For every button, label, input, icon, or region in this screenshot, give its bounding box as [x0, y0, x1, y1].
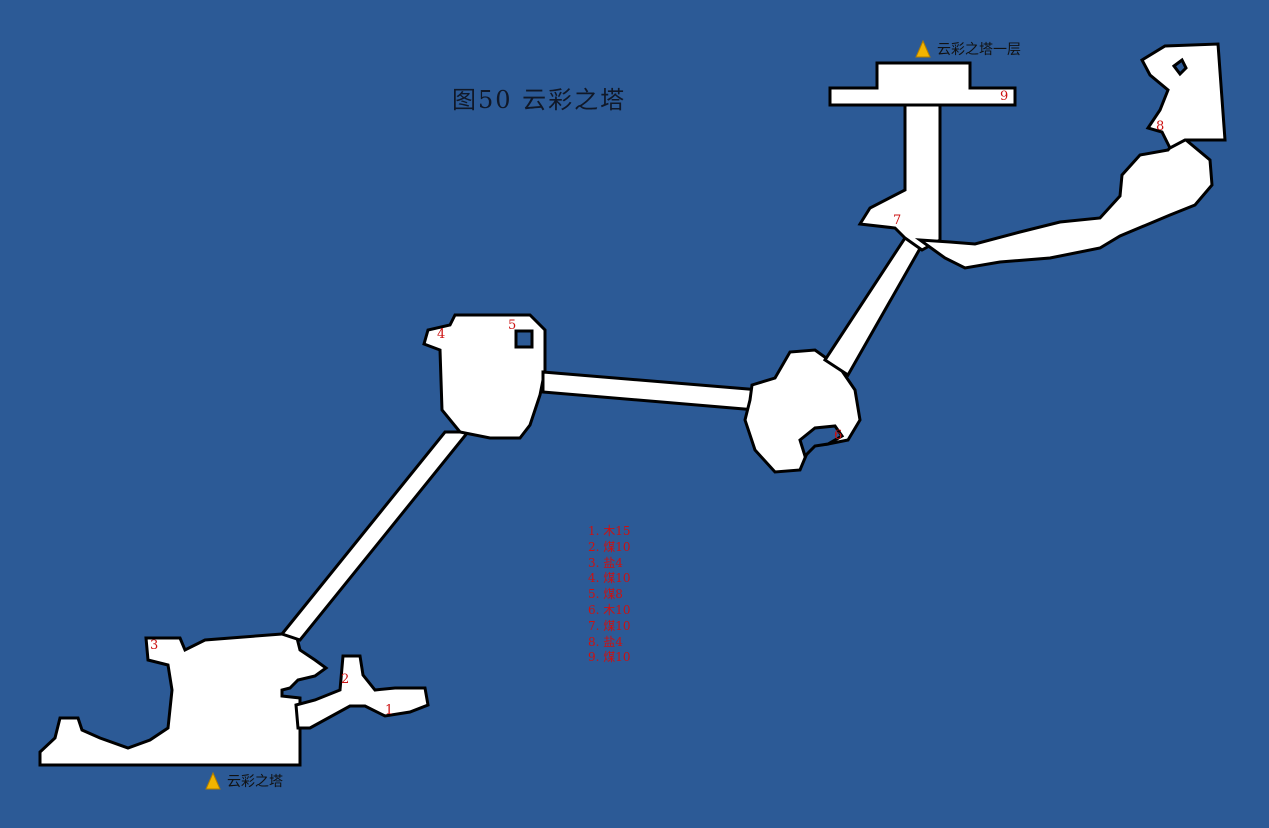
marker-9[interactable]: 9 — [1000, 89, 1009, 104]
legend-item: 8. 盐4 — [588, 634, 623, 649]
corridor-northeast — [822, 236, 925, 378]
pillar-central — [514, 329, 534, 349]
map-title: 图50 云彩之塔 — [452, 86, 627, 114]
marker-3[interactable]: 3 — [150, 638, 159, 653]
marker-4[interactable]: 4 — [437, 327, 446, 342]
area-north-room — [828, 61, 1017, 107]
legend-item: 5. 煤8 — [588, 587, 623, 602]
legend-item: 7. 煤10 — [588, 618, 631, 633]
legend-item: 4. 煤10 — [588, 571, 631, 586]
area-east-annex — [294, 654, 430, 730]
inlet-east-cave — [798, 424, 845, 459]
item-legend: 1. 木15 2. 煤10 3. 盐4 4. 煤10 5. 煤8 6. 木10 … — [588, 524, 631, 666]
marker-2[interactable]: 2 — [341, 672, 350, 687]
exit-top-label: 云彩之塔一层 — [937, 42, 1021, 58]
area-northeast-room — [1140, 42, 1227, 151]
marker-7[interactable]: 7 — [893, 213, 902, 228]
corridor-southwest — [279, 430, 472, 642]
marker-8[interactable]: 8 — [1156, 119, 1165, 134]
marker-1[interactable]: 1 — [385, 703, 394, 718]
exit-bottom-label: 云彩之塔 — [227, 774, 283, 790]
pillar-northeast — [1171, 57, 1188, 77]
legend-item: 2. 煤10 — [588, 539, 631, 554]
corridor-east — [541, 370, 762, 412]
marker-5[interactable]: 5 — [508, 318, 517, 333]
legend-item: 3. 盐4 — [588, 555, 623, 570]
legend-item: 9. 煤10 — [588, 650, 631, 665]
exit-bottom[interactable]: 云彩之塔 — [203, 771, 283, 791]
legend-item: 6. 木10 — [588, 602, 631, 617]
marker-6[interactable]: 6 — [834, 428, 843, 443]
corridor-far-east — [914, 132, 1214, 270]
stairs-up-icon — [915, 39, 931, 58]
stairs-up-icon — [205, 771, 221, 790]
legend-item: 1. 木15 — [588, 524, 631, 538]
area-lower-hall — [38, 632, 329, 767]
corridor-north — [857, 103, 942, 252]
exit-top[interactable]: 云彩之塔一层 — [913, 39, 1021, 59]
